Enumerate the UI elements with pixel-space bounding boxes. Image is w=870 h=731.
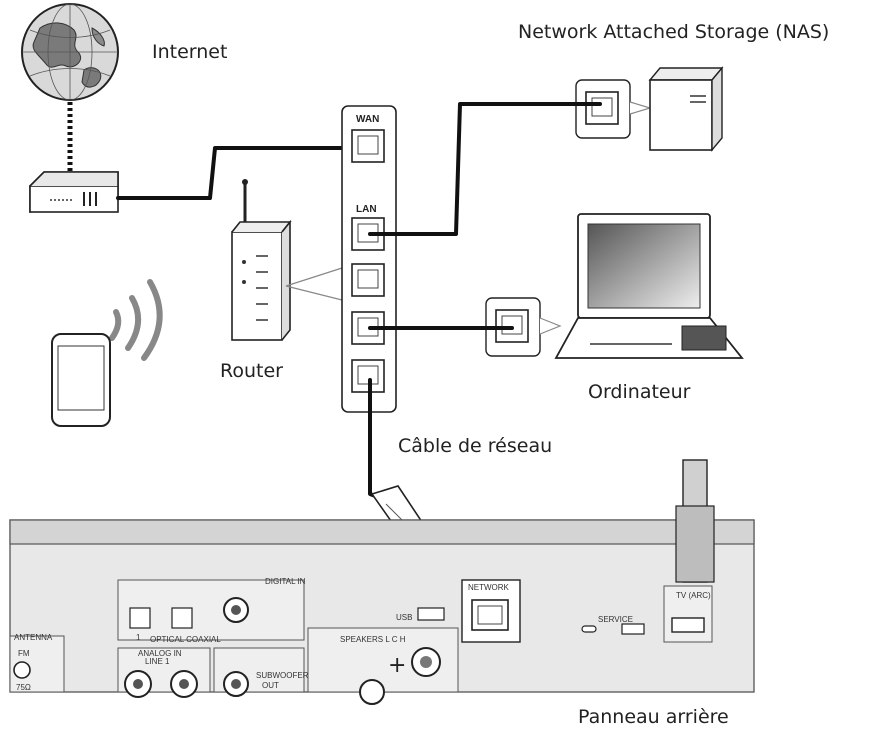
smartphone-icon [51, 333, 111, 427]
wan-port [351, 129, 385, 163]
line-1-label: LINE 1 [145, 657, 170, 666]
router-callout [285, 267, 343, 301]
wan-label: WAN [356, 114, 379, 125]
subwoofer-label: SUBWOOFER [256, 671, 309, 680]
rear-panel-label: Panneau arrière [578, 706, 729, 728]
analog-in-label: ANALOG IN [138, 649, 182, 658]
svg-text:+: + [388, 653, 406, 678]
subwoofer-out-label: OUT [262, 681, 279, 690]
optical-coaxial-label: OPTICAL COAXIAL [150, 635, 221, 644]
nas-label: Network Attached Storage (NAS) [518, 21, 829, 43]
wifi-icon [109, 279, 163, 361]
antenna-label: ANTENNA [14, 633, 53, 642]
network-label: NETWORK [468, 583, 510, 592]
network-port: NETWORK [461, 579, 521, 643]
rear-panel: DIGITAL IN 1 OPTICAL COAXIAL ANALOG IN L… [9, 459, 755, 705]
input-1-label: 1 [136, 633, 141, 642]
fm-label: FM [18, 649, 30, 658]
nas-cable [368, 102, 602, 236]
lan-label: LAN [356, 204, 377, 215]
ohm-label: 75Ω [16, 683, 31, 692]
network-cable-label: Câble de réseau [398, 435, 552, 457]
service-label: SERVICE [598, 615, 633, 624]
router-label: Router [220, 360, 283, 382]
router-icon [231, 179, 292, 341]
computer-label: Ordinateur [588, 381, 691, 403]
internet-label: Internet [152, 41, 227, 63]
router-port-panel: WAN LAN [341, 105, 397, 413]
nas-icon [648, 66, 724, 152]
globe-icon [21, 3, 119, 101]
usb-label: USB [396, 613, 412, 622]
tv-arc-label: TV (ARC) [676, 591, 711, 600]
nas-port-callout [575, 79, 653, 139]
digital-in-label: DIGITAL IN [265, 577, 306, 586]
lan-port-2 [351, 263, 385, 297]
modem-icon [29, 171, 119, 213]
laptop-icon [554, 213, 744, 359]
speakers-label: SPEAKERS L C H [340, 635, 406, 644]
wan-cable [116, 146, 370, 200]
